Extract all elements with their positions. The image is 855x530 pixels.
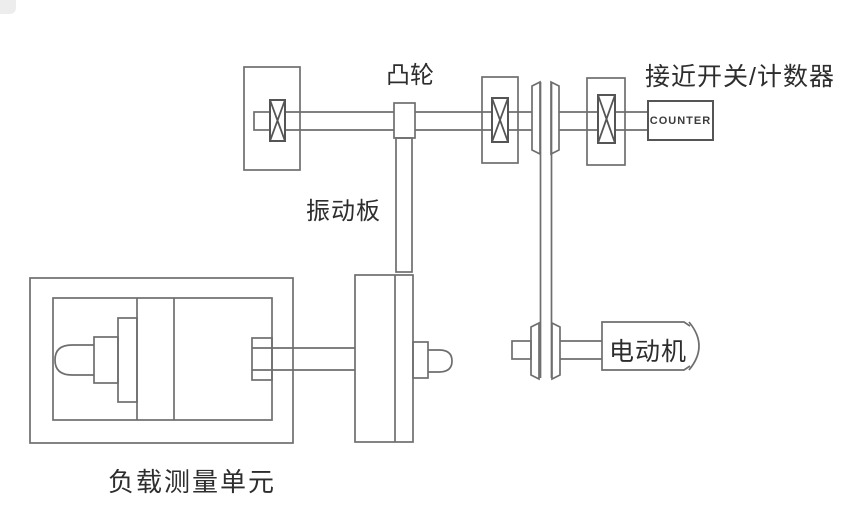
probe-step-medium <box>93 336 119 384</box>
load-unit-outer-box <box>29 277 294 444</box>
flywheel-mass <box>354 274 453 443</box>
probe-tip <box>54 344 94 376</box>
label-motor: 电动机 <box>608 338 687 366</box>
load-unit-shaft-boss <box>251 337 273 381</box>
bearing-pedestal-left <box>243 66 301 171</box>
label-cam: 凸轮 <box>386 62 434 89</box>
load-measurement-unit <box>29 277 355 444</box>
corner-artifact <box>0 0 16 14</box>
bearing-symbol-left <box>269 99 286 142</box>
bearing-symbol-right <box>597 94 616 144</box>
counter-text: COUNTER <box>649 114 712 127</box>
probe-step-large <box>117 317 138 403</box>
motor-shaft-left-stub <box>511 340 532 360</box>
pin-tip <box>428 349 453 373</box>
v-belt-pulley-upper <box>531 80 560 156</box>
load-unit-inner-box <box>52 297 273 421</box>
label-load-measurement-unit: 负载测量单元 <box>108 467 277 497</box>
label-vibration-plate: 振动板 <box>306 198 381 225</box>
pin-boss <box>412 341 429 379</box>
motor-end-arc <box>688 321 700 371</box>
bearing-pedestal-middle <box>481 76 519 164</box>
drive-belt <box>539 82 553 378</box>
motor-body <box>601 321 700 371</box>
label-proximity-switch-counter: 接近开关/计数器 <box>645 63 835 91</box>
cam <box>393 102 416 139</box>
shaft-left-stub <box>253 111 271 131</box>
bearing-pedestal-right <box>586 77 626 166</box>
counter-box <box>647 100 714 141</box>
follower-rod <box>395 137 413 273</box>
v-belt-pulley-lower <box>530 321 561 381</box>
motor-shaft <box>511 340 602 360</box>
bearing-symbol-middle <box>491 97 509 143</box>
main-shaft <box>253 111 648 131</box>
